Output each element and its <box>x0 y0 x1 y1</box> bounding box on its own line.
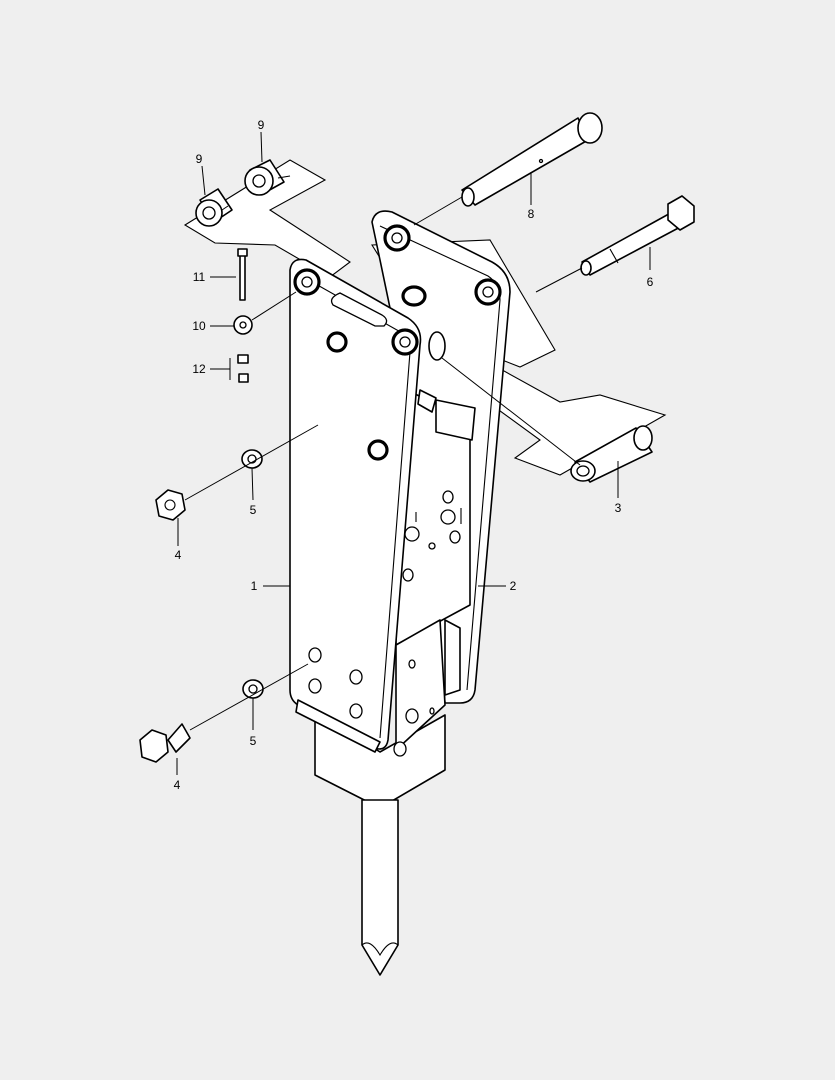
washer-5-lower <box>242 679 264 699</box>
collar-10 <box>233 315 253 335</box>
sleeve-3 <box>570 425 653 483</box>
label-10: 10 <box>192 319 206 333</box>
label-4b: 4 <box>174 778 181 792</box>
bushing-9-left <box>195 188 233 227</box>
label-12: 12 <box>192 362 206 376</box>
label-6: 6 <box>647 275 654 289</box>
label-8: 8 <box>528 207 535 221</box>
label-5b: 5 <box>250 734 257 748</box>
bolt-6 <box>580 195 695 276</box>
small-bolt-11 <box>237 248 248 301</box>
label-11: 11 <box>193 270 206 284</box>
label-1: 1 <box>251 579 258 593</box>
label-9a: 9 <box>196 152 203 166</box>
nut-12 <box>237 354 249 383</box>
label-2: 2 <box>510 579 517 593</box>
bushing-9-right <box>244 159 285 196</box>
bolt-4-lower <box>139 723 191 763</box>
callout-labels: 9 9 8 6 11 10 12 3 5 4 1 2 5 4 <box>174 118 654 792</box>
label-5a: 5 <box>250 503 257 517</box>
washer-5-upper <box>241 449 263 469</box>
label-3: 3 <box>615 501 622 515</box>
label-9b: 9 <box>258 118 265 132</box>
pin-8 <box>461 112 603 207</box>
label-4a: 4 <box>175 548 182 562</box>
leader-lines <box>176 131 651 775</box>
side-plate-front <box>289 258 446 753</box>
chisel-tool <box>361 799 399 976</box>
nut-4-upper <box>155 489 186 521</box>
